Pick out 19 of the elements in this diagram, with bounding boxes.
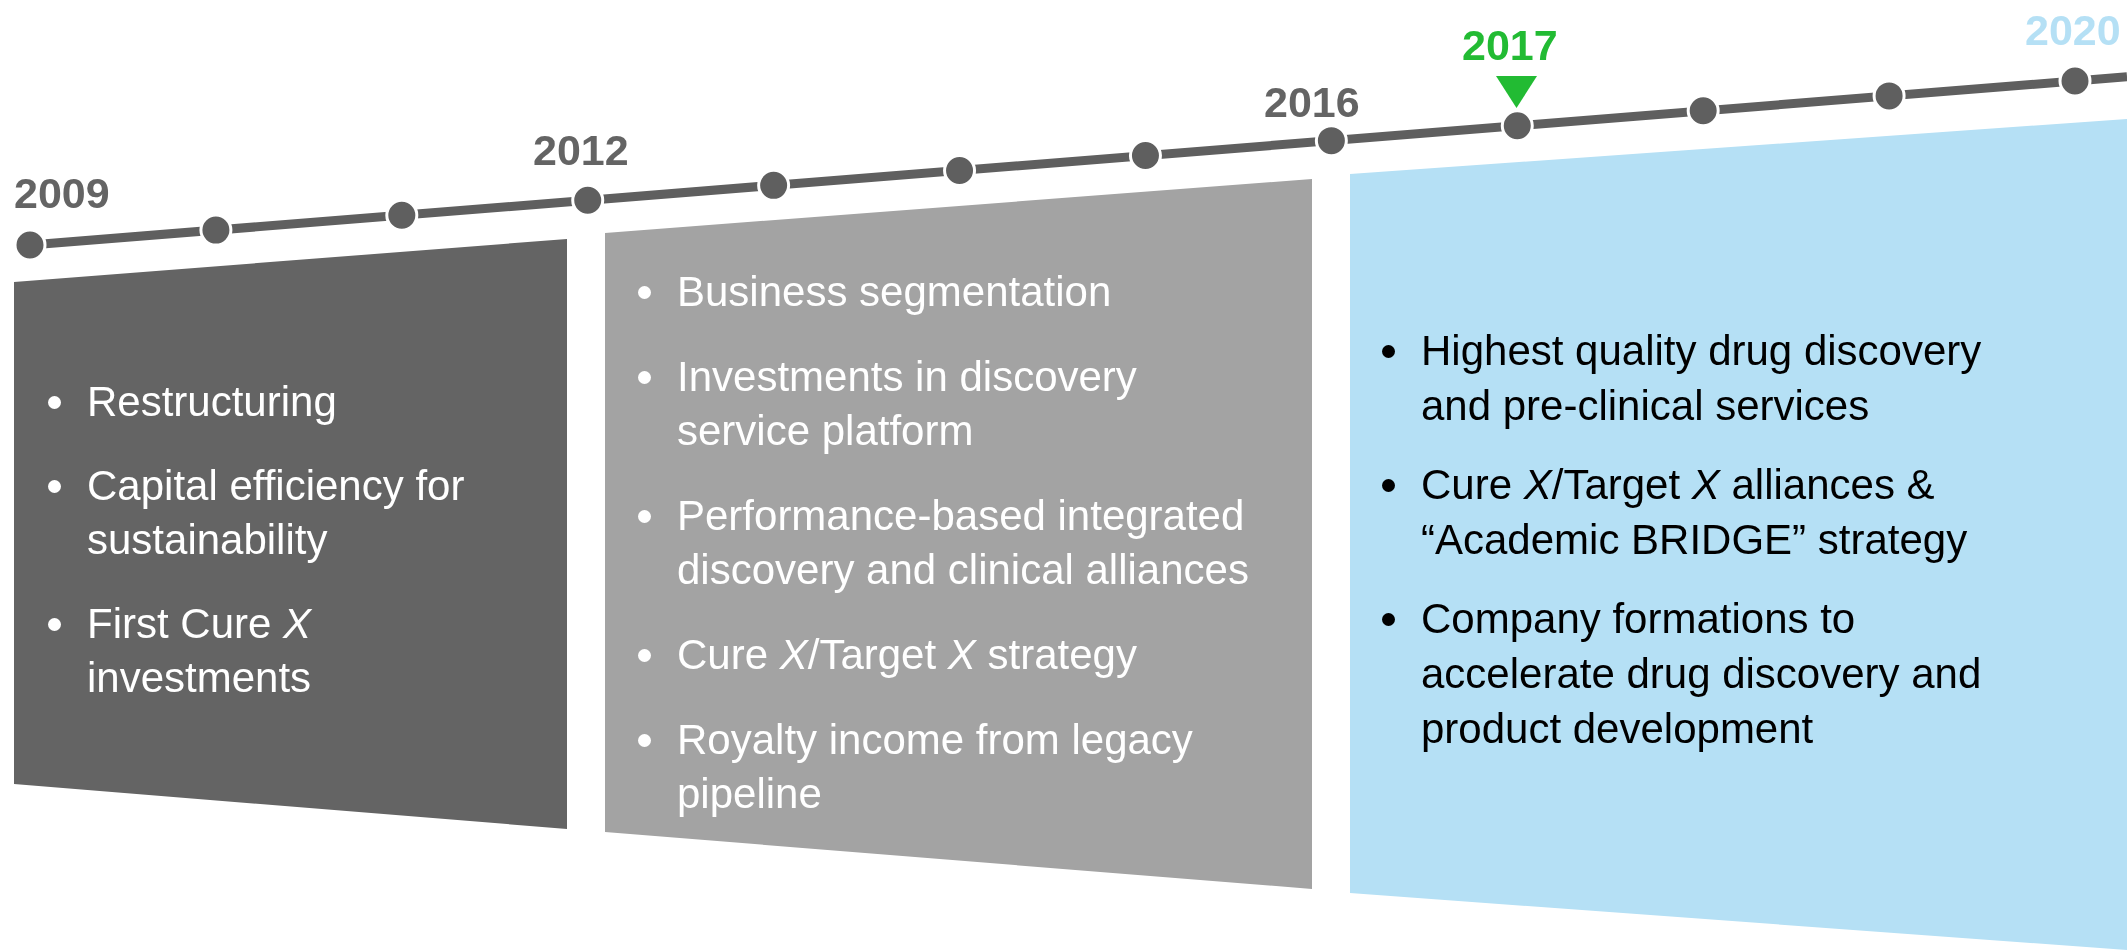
year-label: 2016 — [1264, 81, 1360, 124]
bullet-text: Cure X/Target X alliances & “Academic BRIDGE” strategy — [1421, 460, 1969, 565]
bullet-text: Investments in discovery service platform — [677, 351, 1138, 457]
bullet-text: First Cure X investments — [87, 598, 313, 704]
bullet-text: Performance-based integrated discovery and clinical alliances — [677, 490, 1250, 596]
timeline-panel — [1350, 119, 2127, 950]
bullet-text: Business segmentation — [677, 267, 1112, 317]
timeline-panel — [605, 179, 1312, 889]
bullet-text: Company formations to accelerate drug discovery and product development — [1421, 594, 1983, 754]
bullet-text: Highest quality drug discovery and pre-clinical services — [1421, 326, 1983, 431]
bullet-text: Royalty income from legacy pipeline — [677, 714, 1194, 820]
bullet-text: Capital efficiency for sustainability — [87, 460, 466, 566]
year-label: 2017 — [1462, 24, 1558, 67]
bullet-text: Restructuring — [87, 377, 337, 427]
timeline-panel — [14, 239, 567, 829]
year-label: 2020 — [2025, 9, 2121, 52]
bullet-text: Cure X/Target X strategy — [677, 629, 1137, 680]
year-label: 2009 — [14, 172, 110, 215]
year-label: 2012 — [533, 129, 629, 172]
